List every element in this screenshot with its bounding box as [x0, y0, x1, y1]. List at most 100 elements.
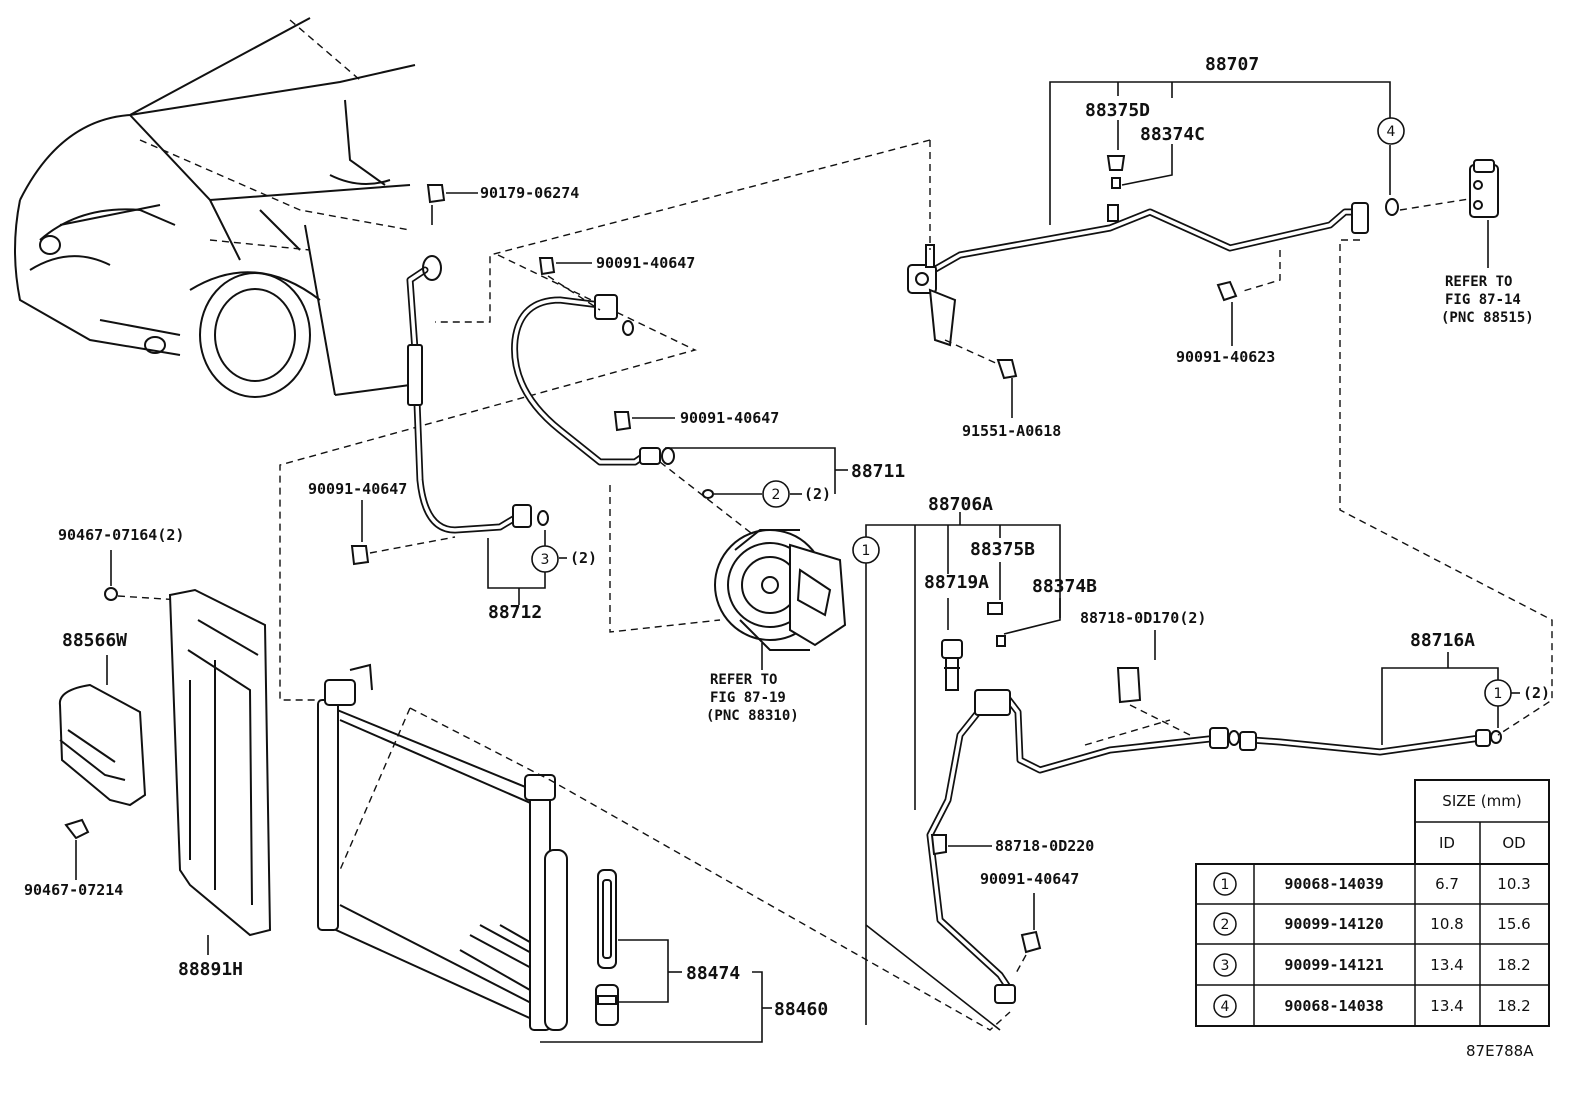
pressure-switch-88719A-illustration [941, 639, 963, 691]
table-row-part: 90068-14038 [1284, 997, 1383, 1015]
o-ring-2 [702, 489, 714, 499]
refer-compressor-line-3: (PNC 88310) [706, 708, 799, 724]
refer-valve-line-3: (PNC 88515) [1441, 310, 1534, 326]
condenser-88460-illustration [317, 663, 568, 1031]
qty-label-2-a: (2) [804, 485, 831, 503]
label-88718-0D220: 88718-0D220 [995, 837, 1094, 855]
circled-number-text: 3 [541, 552, 550, 568]
refer-valve-line-1: REFER TO [1445, 274, 1512, 290]
label-88374C: 88374C [1140, 124, 1205, 145]
refer-compressor-line-1: REFER TO [710, 672, 777, 688]
circled-number-text: 4 [1387, 124, 1396, 140]
table-row-part: 90068-14039 [1284, 875, 1383, 893]
label-90467-07214: 90467-07214 [24, 881, 123, 899]
table-row-number: 3 [1221, 958, 1230, 974]
expansion-valve-illustration [1469, 159, 1499, 218]
pipe-88707-illustration [907, 202, 1369, 347]
clip-90467-07164 [104, 587, 118, 601]
circled-number-3-mid: 3 [531, 545, 559, 573]
refer-valve-line-2: FIG 87-14 [1445, 292, 1521, 308]
nut-90179-06274 [426, 184, 446, 204]
label-90091-40647-d: 90091-40647 [980, 870, 1079, 888]
table-row-id: 13.4 [1430, 956, 1463, 974]
bolt-90091-40647-a [538, 257, 556, 276]
vehicle-outline-illustration [14, 17, 416, 398]
label-88711: 88711 [851, 461, 905, 482]
figure-code: 87E788A [1466, 1042, 1534, 1060]
bolt-91551-A0618 [996, 359, 1018, 380]
bolt-90091-40647-b [613, 411, 632, 432]
table-row: 4 90068-14038 13.4 18.2 [1213, 994, 1531, 1018]
table-row: 2 90099-14120 10.8 15.6 [1213, 912, 1531, 936]
bolt-90091-40647-c [350, 545, 370, 566]
compressor-illustration [714, 529, 847, 651]
qty-label-2-c: (2) [1523, 684, 1550, 702]
label-88707: 88707 [1205, 54, 1259, 75]
suction-hose-88712-illustration [406, 255, 549, 534]
table-header-size: SIZE (mm) [1442, 792, 1521, 810]
label-90091-40623: 90091-40623 [1176, 348, 1275, 366]
circled-number-text: 1 [1494, 686, 1503, 702]
clamp-88718-0D170 [1116, 667, 1142, 704]
liquid-tube-88706A-illustration [926, 689, 1229, 1004]
table-row-id: 13.4 [1430, 997, 1463, 1015]
label-90467-07164: 90467-07164(2) [58, 526, 184, 544]
circled-number-text: 1 [862, 543, 871, 559]
label-88706A: 88706A [928, 494, 993, 515]
label-88374B: 88374B [1032, 576, 1097, 597]
table-row-od: 18.2 [1497, 956, 1530, 974]
label-88712: 88712 [488, 602, 542, 623]
table-row: 3 90099-14121 13.4 18.2 [1213, 953, 1531, 977]
seal-88566W-illustration [58, 683, 147, 807]
cap-88375B [987, 602, 1003, 615]
table-row-number: 4 [1221, 999, 1230, 1015]
circled-number-4-top: 4 [1377, 117, 1405, 145]
refer-compressor-line-2: FIG 87-19 [710, 690, 786, 706]
label-91551-A0618: 91551-A0618 [962, 422, 1061, 440]
label-88718-0D170: 88718-0D170(2) [1080, 609, 1206, 627]
clip-90467-07214 [64, 818, 90, 840]
table-row-od: 18.2 [1497, 997, 1530, 1015]
o-ring-size-table: SIZE (mm) ID OD 1 90068-14039 6.7 10.3 2… [1195, 779, 1550, 1027]
label-90091-40647-c: 90091-40647 [308, 480, 407, 498]
tube-88716A-illustration [1228, 729, 1502, 756]
label-88474: 88474 [686, 963, 740, 984]
table-row-od: 15.6 [1497, 915, 1530, 933]
table-header-od: OD [1502, 834, 1525, 852]
discharge-hose-88711-illustration [511, 294, 675, 466]
table-row-number: 2 [1221, 917, 1230, 933]
label-88375D: 88375D [1085, 100, 1150, 121]
desiccant-88474-illustration [595, 869, 619, 1026]
label-90091-40647-a: 90091-40647 [596, 254, 695, 272]
table-row-part: 90099-14120 [1284, 915, 1383, 933]
core-88374B [996, 635, 1006, 647]
label-88716A: 88716A [1410, 630, 1475, 651]
table-row-od: 10.3 [1497, 875, 1530, 893]
label-90179-06274: 90179-06274 [480, 184, 579, 202]
o-ring-4 [1385, 198, 1399, 216]
table-row-number: 1 [1221, 877, 1230, 893]
table-row-id: 6.7 [1435, 875, 1459, 893]
label-88460: 88460 [774, 999, 828, 1020]
circled-number-1-right: 1 [1484, 679, 1512, 707]
table-row-part: 90099-14121 [1284, 956, 1383, 974]
clamp-88718-0D220 [930, 834, 947, 856]
valve-core-88374C [1111, 177, 1121, 189]
table-row-id: 10.8 [1430, 915, 1463, 933]
label-88566W: 88566W [62, 630, 127, 651]
air-guide-88891H-illustration [168, 588, 272, 937]
valve-cap-88375D [1106, 155, 1126, 171]
circled-number-1-left: 1 [852, 536, 880, 564]
table-header-id: ID [1439, 834, 1455, 852]
label-90091-40647-b: 90091-40647 [680, 409, 779, 427]
circled-number-text: 2 [772, 487, 781, 503]
bolt-90091-40647-d [1020, 930, 1042, 954]
circled-number-2-mid: 2 [762, 480, 790, 508]
bolt-90091-40623 [1216, 280, 1238, 302]
label-88891H: 88891H [178, 959, 243, 980]
label-88719A: 88719A [924, 572, 989, 593]
qty-label-2-b: (2) [570, 549, 597, 567]
label-88375B: 88375B [970, 539, 1035, 560]
table-row: 1 90068-14039 6.7 10.3 [1213, 872, 1531, 896]
